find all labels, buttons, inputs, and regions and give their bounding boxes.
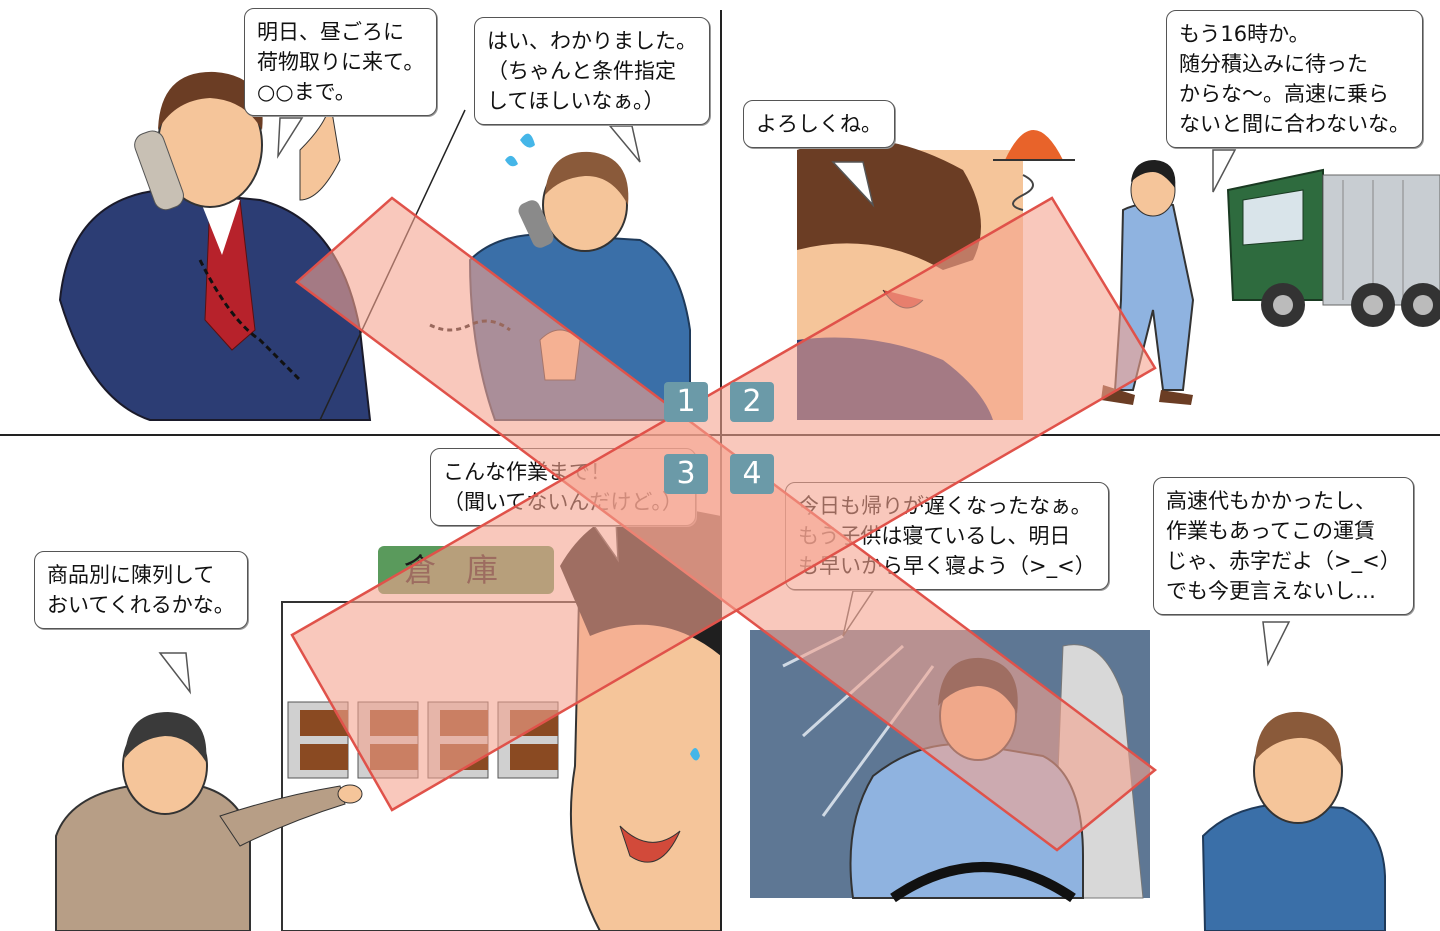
speech-bubble-driver-thought: もう16時か。 随分積込みに待った からな〜。高速に乗ら ないと間に合わないな。 — [1166, 10, 1423, 148]
bubble-tails — [831, 149, 1237, 208]
speech-bubble-worker-reply: はい、わかりました。 （ちゃんと条件指定 してほしいなぁ。） — [474, 17, 710, 125]
speech-bubble-staff-request: 商品別に陳列して おいてくれるかな。 — [34, 551, 248, 629]
panel-number-1: 1 — [664, 382, 708, 422]
speech-bubble-manager-request: 明日、昼ごろに 荷物取りに来て。 ○○まで。 — [244, 8, 438, 116]
panel-4: 今日も帰りが遅くなったなぁ。 もう子供は寝ているし、明日 も早いから早く寝よう（… — [723, 436, 1440, 931]
panel-number-2: 2 — [730, 382, 774, 422]
speech-bubble-driver-complaint: こんな作業まで！ （聞いてないんだけど。） — [430, 448, 696, 526]
panel-number-4: 4 — [730, 454, 774, 494]
panel-number-3: 3 — [664, 454, 708, 494]
speech-bubble-client-regards: よろしくね。 — [743, 100, 895, 148]
panel-3: 倉庫 こんな作業まで！ （聞いてないんだけど。） 商品別に陳列して おいてくれる… — [0, 436, 721, 931]
panel-2: よろしくね。 もう16時か。 随分積込みに待った からな〜。高速に乗ら ないと間… — [723, 0, 1440, 434]
speech-bubble-driver-tired: 今日も帰りが遅くなったなぁ。 もう子供は寝ているし、明日 も早いから早く寝よう（… — [785, 482, 1109, 590]
panel-1: 明日、昼ごろに 荷物取りに来て。 ○○まで。 はい、わかりました。 （ちゃんと条… — [0, 0, 721, 434]
speech-bubble-worker-loss: 高速代もかかったし、 作業もあってこの運賃 じゃ、赤字だよ（>_<） でも今更言… — [1153, 477, 1414, 615]
bubble-tails — [277, 117, 641, 163]
